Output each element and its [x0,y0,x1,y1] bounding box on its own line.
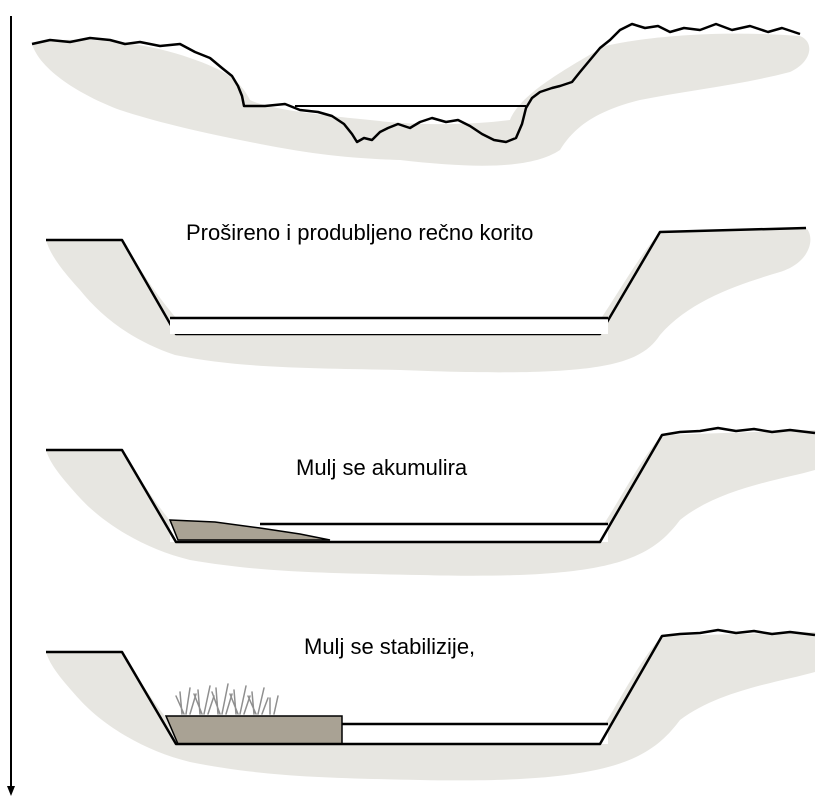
stage-2-widened-channel: Prošireno i produbljeno rečno korito [46,220,811,373]
stage-4-silt-stabilizing: Mulj se stabilizije, [46,628,816,781]
stage-4-vegetation [175,683,279,715]
stage-4-silt-bank [164,715,343,745]
stage-1-ground [32,33,810,166]
stage-4-label: Mulj se stabilizije, [304,634,475,659]
stage-3-ground [46,430,815,576]
stage-3-ground-profile [46,426,816,544]
stage-3-silt-accumulating: Mulj se akumulira [46,426,816,576]
stage-2-water [170,318,608,334]
stage-3-silt-deposit [168,519,331,541]
time-axis-arrow [7,16,15,796]
stage-1-natural-channel [31,22,810,166]
stage-3-label: Mulj se akumulira [296,455,468,480]
stage-2-ground [46,228,811,373]
stage-4-ground-profile [46,628,816,746]
stage-1-ground-profile [31,22,801,144]
stage-2-label: Prošireno i produbljeno rečno korito [186,220,533,245]
stage-4-water [340,724,608,744]
